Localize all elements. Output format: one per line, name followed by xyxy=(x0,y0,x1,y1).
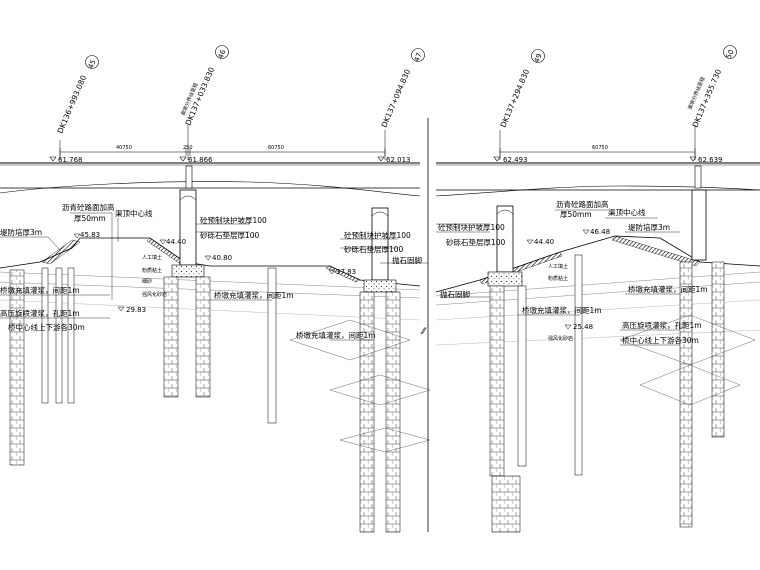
label-canal-center-right: 渠顶中心线 xyxy=(608,207,646,217)
elev-4648: 46.48 xyxy=(590,228,610,236)
elev-2548: 25.48 xyxy=(573,323,593,331)
label-pile-grout-right: 桥墩充填灌浆，间距1m xyxy=(522,305,602,315)
label-jet-grout-left: 高压旋喷灌浆，孔距1m xyxy=(0,308,80,318)
elev-4440-right: 44.40 xyxy=(534,238,554,246)
elev-3783: 37.83 xyxy=(336,268,356,276)
label-jet-grout-right: 高压旋喷灌浆，孔距1m xyxy=(622,320,702,330)
station-callout-49: DK137+294.830 49 xyxy=(499,49,545,160)
station-callout-47: DK137+094.830 47 xyxy=(380,48,425,160)
soil-layer-1b: 人工填土 xyxy=(548,263,568,270)
label-riprap-right: 抛石固脚 xyxy=(440,289,470,299)
station-callout-46: DK137+033.830 渠墩分界线里程 46 xyxy=(179,45,229,160)
slope-protection-right xyxy=(611,235,701,267)
label-thick-right: 厚50mm xyxy=(560,210,592,219)
label-road-widen-right: 堤防培厚3m xyxy=(628,222,670,232)
soil-layer-1: 人工填土 xyxy=(142,254,162,261)
svg-text:49: 49 xyxy=(533,53,544,64)
elev-4080: 40.80 xyxy=(212,254,232,262)
svg-text:47: 47 xyxy=(413,52,424,63)
svg-text:DK137+294.830: DK137+294.830 xyxy=(499,68,532,129)
pier-46 xyxy=(171,165,205,278)
label-pier-center-right: 桥中心线上下游各30m xyxy=(622,335,699,345)
label-gravel-mid: 砂砾石垫层厚100 xyxy=(344,244,404,254)
soil-layer-4: 强风化砂岩 xyxy=(142,291,167,298)
station-callout-50: DK137+355.730 渠墩分界线里程 50 xyxy=(686,45,737,160)
bridge-deck xyxy=(0,162,760,191)
svg-text:DK137+094.830: DK137+094.830 xyxy=(380,68,413,129)
grout-diamonds xyxy=(289,314,756,453)
span-label-a: 40750 xyxy=(116,145,132,151)
label-road-widen-left: 堤防培厚3m xyxy=(0,227,42,237)
svg-text:DK136+993.080: DK136+993.080 xyxy=(56,74,89,135)
label-precast-right: 砼预制块护坡厚100 xyxy=(438,222,505,232)
label-precast-left: 砼预制块护坡厚100 xyxy=(200,215,267,225)
span-label-c: 60750 xyxy=(268,145,284,151)
svg-text:50: 50 xyxy=(725,49,736,60)
slope-protection-left xyxy=(41,239,81,265)
label-pile-grout-right2: 桥墩充填灌浆，间距1m xyxy=(628,284,708,294)
svg-text:45: 45 xyxy=(87,59,98,70)
label-pier-center-left: 桥中心线上下游各30m xyxy=(8,322,85,332)
elev-2983: 29.83 xyxy=(126,306,146,314)
soil-layer-3: 细砂 xyxy=(142,278,152,285)
elev-62639: 62.639 xyxy=(698,156,723,164)
elevation-marks xyxy=(73,229,590,330)
label-canal-center-left: 渠顶中心线 xyxy=(115,208,153,218)
soil-layer-2: 粉质粘土 xyxy=(142,267,162,274)
label-pile-grout-left: 桥墩充填灌浆，间距1m xyxy=(0,285,80,295)
label-riprap-left: 抛石固脚 xyxy=(392,255,422,265)
soil-layer-4b: 强风化砂岩 xyxy=(548,335,573,342)
elev-4583: 45.83 xyxy=(80,231,100,239)
label-pile-grout-mid: 桥墩充填灌浆，间距1m xyxy=(214,290,294,300)
label-gravel-right: 砂砾石垫层厚100 xyxy=(446,237,506,247)
label-precast-mid: 砼预制块护坡厚100 xyxy=(344,230,411,240)
label-thick-left: 厚50mm xyxy=(74,214,106,223)
span-label-d: 60750 xyxy=(592,145,608,151)
svg-text:46: 46 xyxy=(217,48,228,60)
label-gravel-left: 砂砾石垫层厚100 xyxy=(200,230,260,240)
soil-layer-2b: 粉质粘土 xyxy=(548,275,568,282)
elev-4440-left: 44.40 xyxy=(166,238,186,246)
elev-61866: 61.866 xyxy=(188,156,213,164)
piles xyxy=(9,254,725,533)
svg-text:⁄⁄: ⁄⁄ xyxy=(420,327,428,337)
label-pile-grout-mid2: 桥墩充填灌浆，间距1m xyxy=(296,330,376,340)
station-callout-45: DK136+993.080 45 xyxy=(56,55,99,160)
pier-50 xyxy=(691,165,707,261)
label-asphalt-left: 沥青砼路面加高 xyxy=(62,202,115,212)
pier-49 xyxy=(487,205,523,287)
elev-61768: 61.768 xyxy=(58,156,83,164)
deck-elevations xyxy=(49,156,697,162)
pier-47 xyxy=(363,207,397,293)
label-asphalt-right: 沥青砼路面加高 xyxy=(556,199,609,209)
leader-lines xyxy=(0,209,680,346)
elev-62493: 62.493 xyxy=(503,156,528,164)
elev-62013: 62.013 xyxy=(386,156,411,164)
